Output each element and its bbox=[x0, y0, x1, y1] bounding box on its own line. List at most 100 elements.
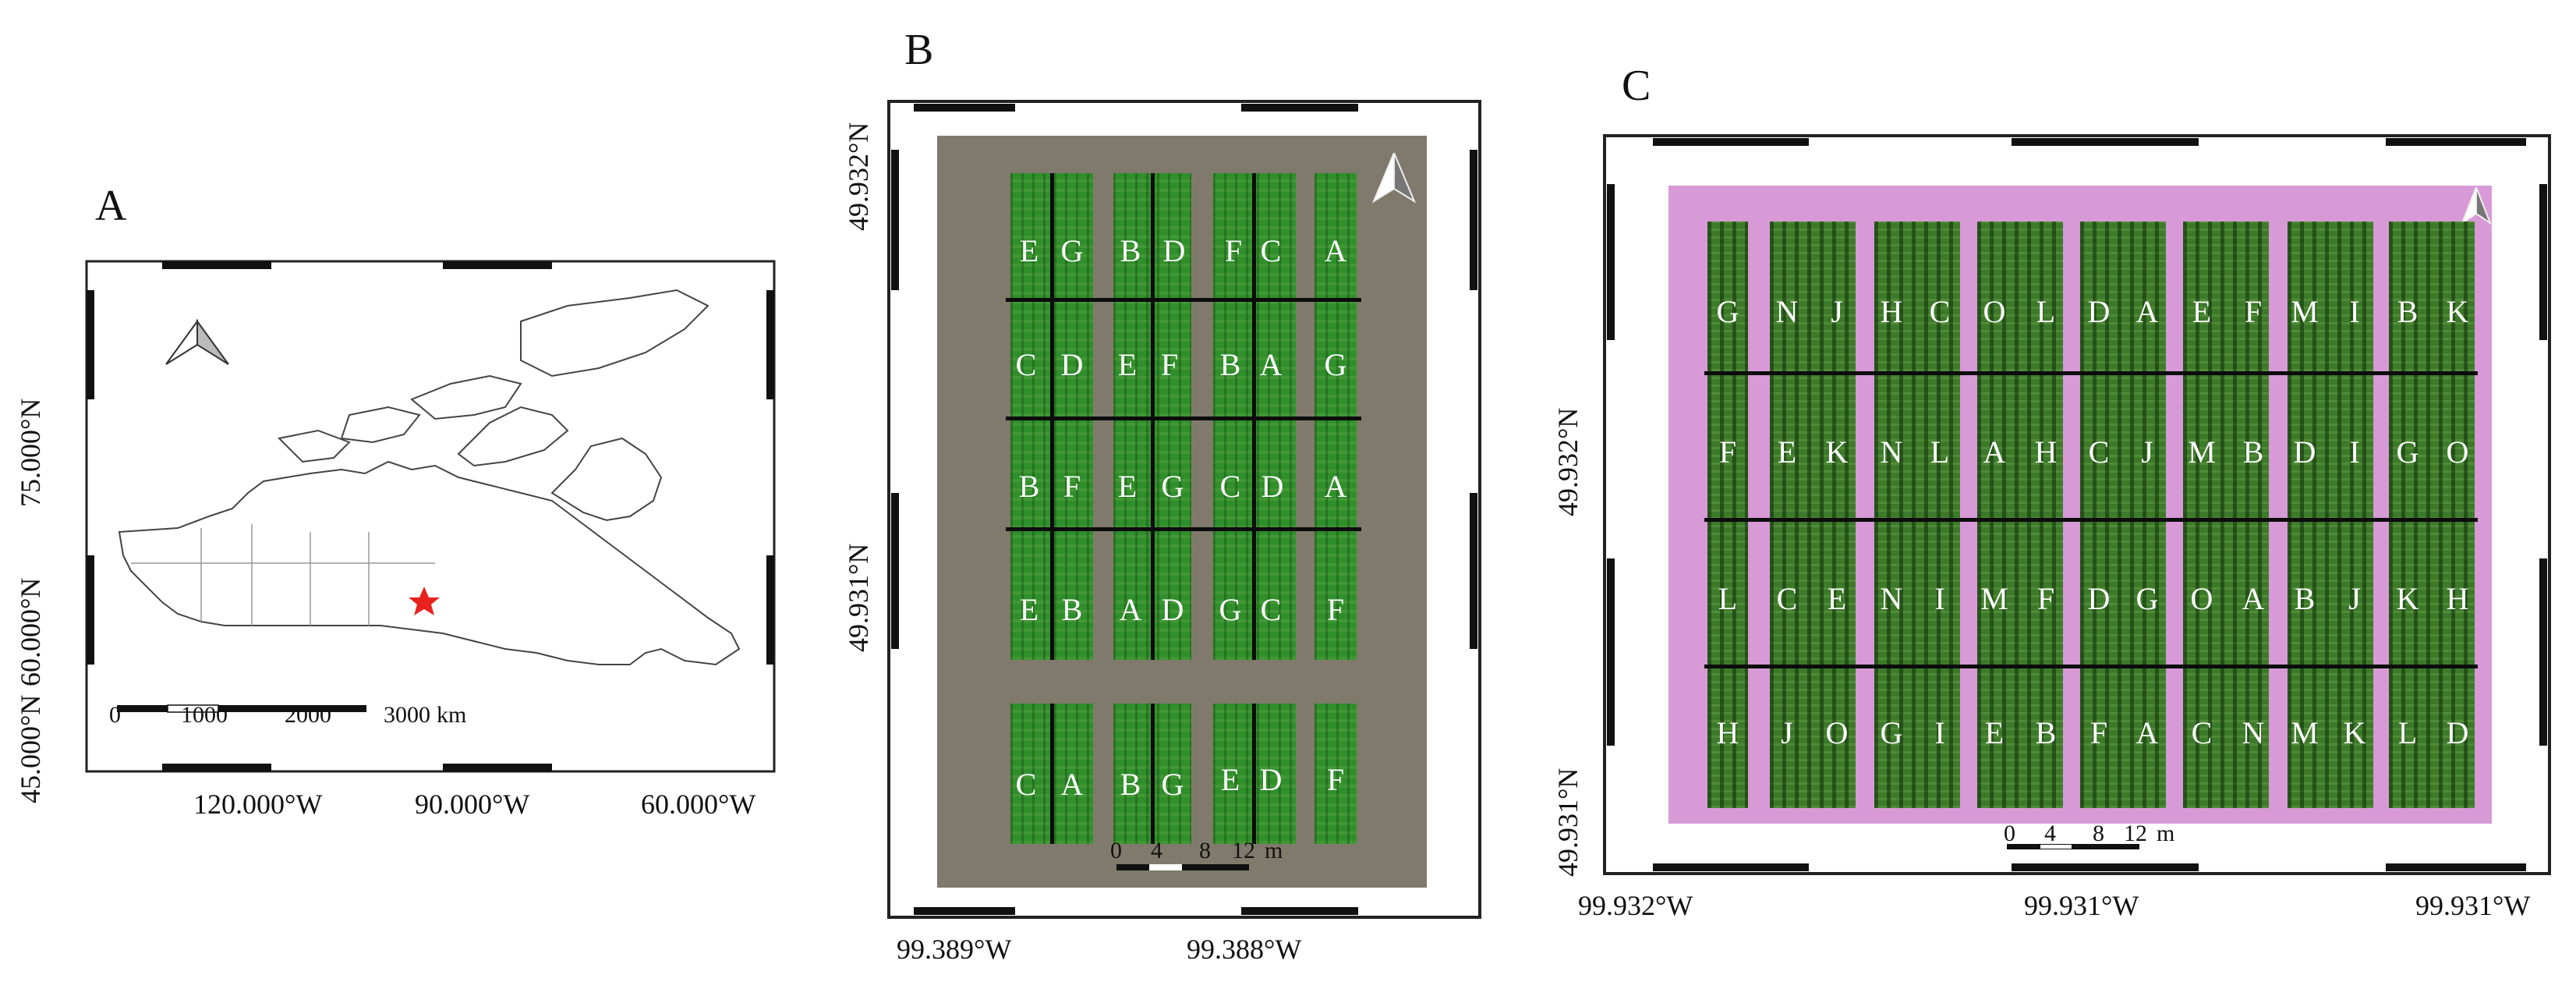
treatment-label: C bbox=[1015, 767, 1037, 802]
treatment-label: D bbox=[1162, 233, 1186, 268]
treatment-label: J bbox=[1781, 715, 1793, 750]
treatment-label: C bbox=[1219, 469, 1241, 504]
scale-b-0: 0 bbox=[1110, 838, 1122, 863]
panel-a-map-frame bbox=[84, 259, 777, 774]
lat-tick-a-45: 45.000°N bbox=[15, 694, 46, 803]
treatment-label: I bbox=[2349, 434, 2360, 470]
lon-tick-c-99931b: 99.931°W bbox=[2415, 890, 2531, 921]
plot-column-c6 bbox=[2183, 222, 2269, 808]
treatment-label: N bbox=[2242, 715, 2265, 750]
scale-bar-c bbox=[2007, 844, 2139, 849]
plot-column-c4 bbox=[1977, 222, 2063, 808]
treatment-label: L bbox=[2036, 294, 2056, 329]
treatment-label: D bbox=[2446, 715, 2469, 750]
treatment-label: I bbox=[2349, 294, 2360, 329]
treatment-label: M bbox=[1980, 581, 2008, 616]
treatment-label: B bbox=[1219, 347, 1241, 382]
treatment-label: G bbox=[1716, 294, 1739, 329]
north-arrow-icon bbox=[1371, 153, 1417, 204]
treatment-label: E bbox=[1220, 762, 1240, 797]
treatment-label: A bbox=[1324, 233, 1347, 268]
treatment-label: A bbox=[1060, 767, 1084, 802]
treatment-label: L bbox=[1718, 581, 1738, 616]
scale-c-unit: m bbox=[2157, 821, 2175, 846]
treatment-label: M bbox=[2188, 434, 2216, 470]
treatment-label: C bbox=[1929, 294, 1951, 329]
north-arrow-icon bbox=[2461, 187, 2492, 225]
treatment-label: J bbox=[1831, 294, 1843, 329]
treatment-label: G bbox=[2396, 434, 2419, 470]
treatment-label: A bbox=[2135, 715, 2159, 750]
treatment-label: D bbox=[2293, 434, 2316, 470]
treatment-label: D bbox=[1261, 469, 1284, 504]
panel-a-label: A bbox=[95, 182, 127, 230]
treatment-label: H bbox=[2034, 434, 2058, 470]
plot-column-c8 bbox=[2389, 222, 2475, 808]
scale-b-4: 4 bbox=[1151, 838, 1162, 863]
treatment-label: F bbox=[2036, 581, 2055, 616]
treatment-label: I bbox=[1934, 715, 1945, 750]
treatment-label: A bbox=[1259, 347, 1283, 382]
scale-c-8: 8 bbox=[2093, 821, 2104, 846]
treatment-label: M bbox=[2291, 294, 2319, 329]
treatment-label: D bbox=[1161, 592, 1184, 627]
treatment-label: E bbox=[1117, 347, 1138, 382]
treatment-label: F bbox=[1326, 762, 1345, 797]
treatment-label: D bbox=[1060, 347, 1084, 382]
lon-tick-c-99932: 99.932°W bbox=[1578, 890, 1693, 921]
scale-b-12: 12 bbox=[1232, 838, 1255, 863]
treatment-label: O bbox=[2446, 434, 2469, 470]
lon-tick-a-120: 120.000°W bbox=[193, 789, 323, 820]
lat-tick-c-49932: 49.932°N bbox=[1552, 407, 1583, 516]
treatment-label: H bbox=[2446, 581, 2469, 616]
treatment-label: B bbox=[1061, 592, 1083, 627]
panel-b-label: B bbox=[904, 26, 934, 74]
treatment-label: K bbox=[2446, 294, 2469, 329]
treatment-label: G bbox=[1060, 233, 1084, 268]
north-arrow-icon bbox=[165, 318, 229, 365]
treatment-label: E bbox=[1984, 715, 2005, 750]
scale-a-1000: 1000 bbox=[181, 702, 228, 728]
treatment-label: G bbox=[1161, 767, 1184, 802]
treatment-label: O bbox=[1983, 294, 2006, 329]
treatment-label: A bbox=[1119, 592, 1142, 627]
treatment-label: J bbox=[2348, 581, 2361, 616]
treatment-label: F bbox=[2244, 294, 2263, 329]
treatment-label: C bbox=[1015, 347, 1037, 382]
treatment-label: H bbox=[1880, 294, 1903, 329]
treatment-label: M bbox=[2291, 715, 2319, 750]
scale-bar-b bbox=[1116, 864, 1249, 870]
treatment-label: F bbox=[1224, 233, 1243, 268]
treatment-label: G bbox=[1219, 592, 1242, 627]
treatment-label: F bbox=[1718, 434, 1737, 470]
treatment-label: B bbox=[1018, 469, 1040, 504]
treatment-label: O bbox=[1825, 715, 1849, 750]
plot-column-c2 bbox=[1770, 222, 1856, 808]
treatment-label: K bbox=[2343, 715, 2366, 750]
lat-tick-b-49931: 49.931°N bbox=[843, 543, 874, 652]
lon-tick-a-90: 90.000°W bbox=[415, 789, 530, 820]
treatment-label: B bbox=[2035, 715, 2057, 750]
treatment-label: D bbox=[2087, 294, 2111, 329]
scale-b-8: 8 bbox=[1199, 838, 1211, 863]
treatment-label: K bbox=[2396, 581, 2419, 616]
plot-column-c7 bbox=[2288, 222, 2373, 808]
lon-tick-b-99388: 99.388°W bbox=[1187, 934, 1302, 965]
treatment-label: E bbox=[1777, 434, 1797, 470]
lat-tick-b-49932: 49.932°N bbox=[843, 122, 874, 231]
treatment-label: G bbox=[1880, 715, 1903, 750]
canada-outline bbox=[118, 289, 741, 666]
treatment-label: K bbox=[1825, 434, 1849, 470]
treatment-label: E bbox=[2192, 294, 2212, 329]
study-site-star-icon bbox=[409, 587, 440, 615]
lon-tick-b-99389: 99.389°W bbox=[897, 934, 1012, 965]
plot-column-c5 bbox=[2080, 222, 2166, 808]
treatment-label: B bbox=[1120, 233, 1141, 268]
scale-a-unit: km bbox=[437, 702, 467, 728]
treatment-label: N bbox=[1880, 434, 1903, 470]
treatment-label: B bbox=[1120, 767, 1141, 802]
plot-column-b8 bbox=[1315, 704, 1357, 844]
treatment-label: L bbox=[2397, 715, 2418, 750]
treatment-label: B bbox=[2294, 581, 2316, 616]
treatment-label: F bbox=[1160, 347, 1179, 382]
